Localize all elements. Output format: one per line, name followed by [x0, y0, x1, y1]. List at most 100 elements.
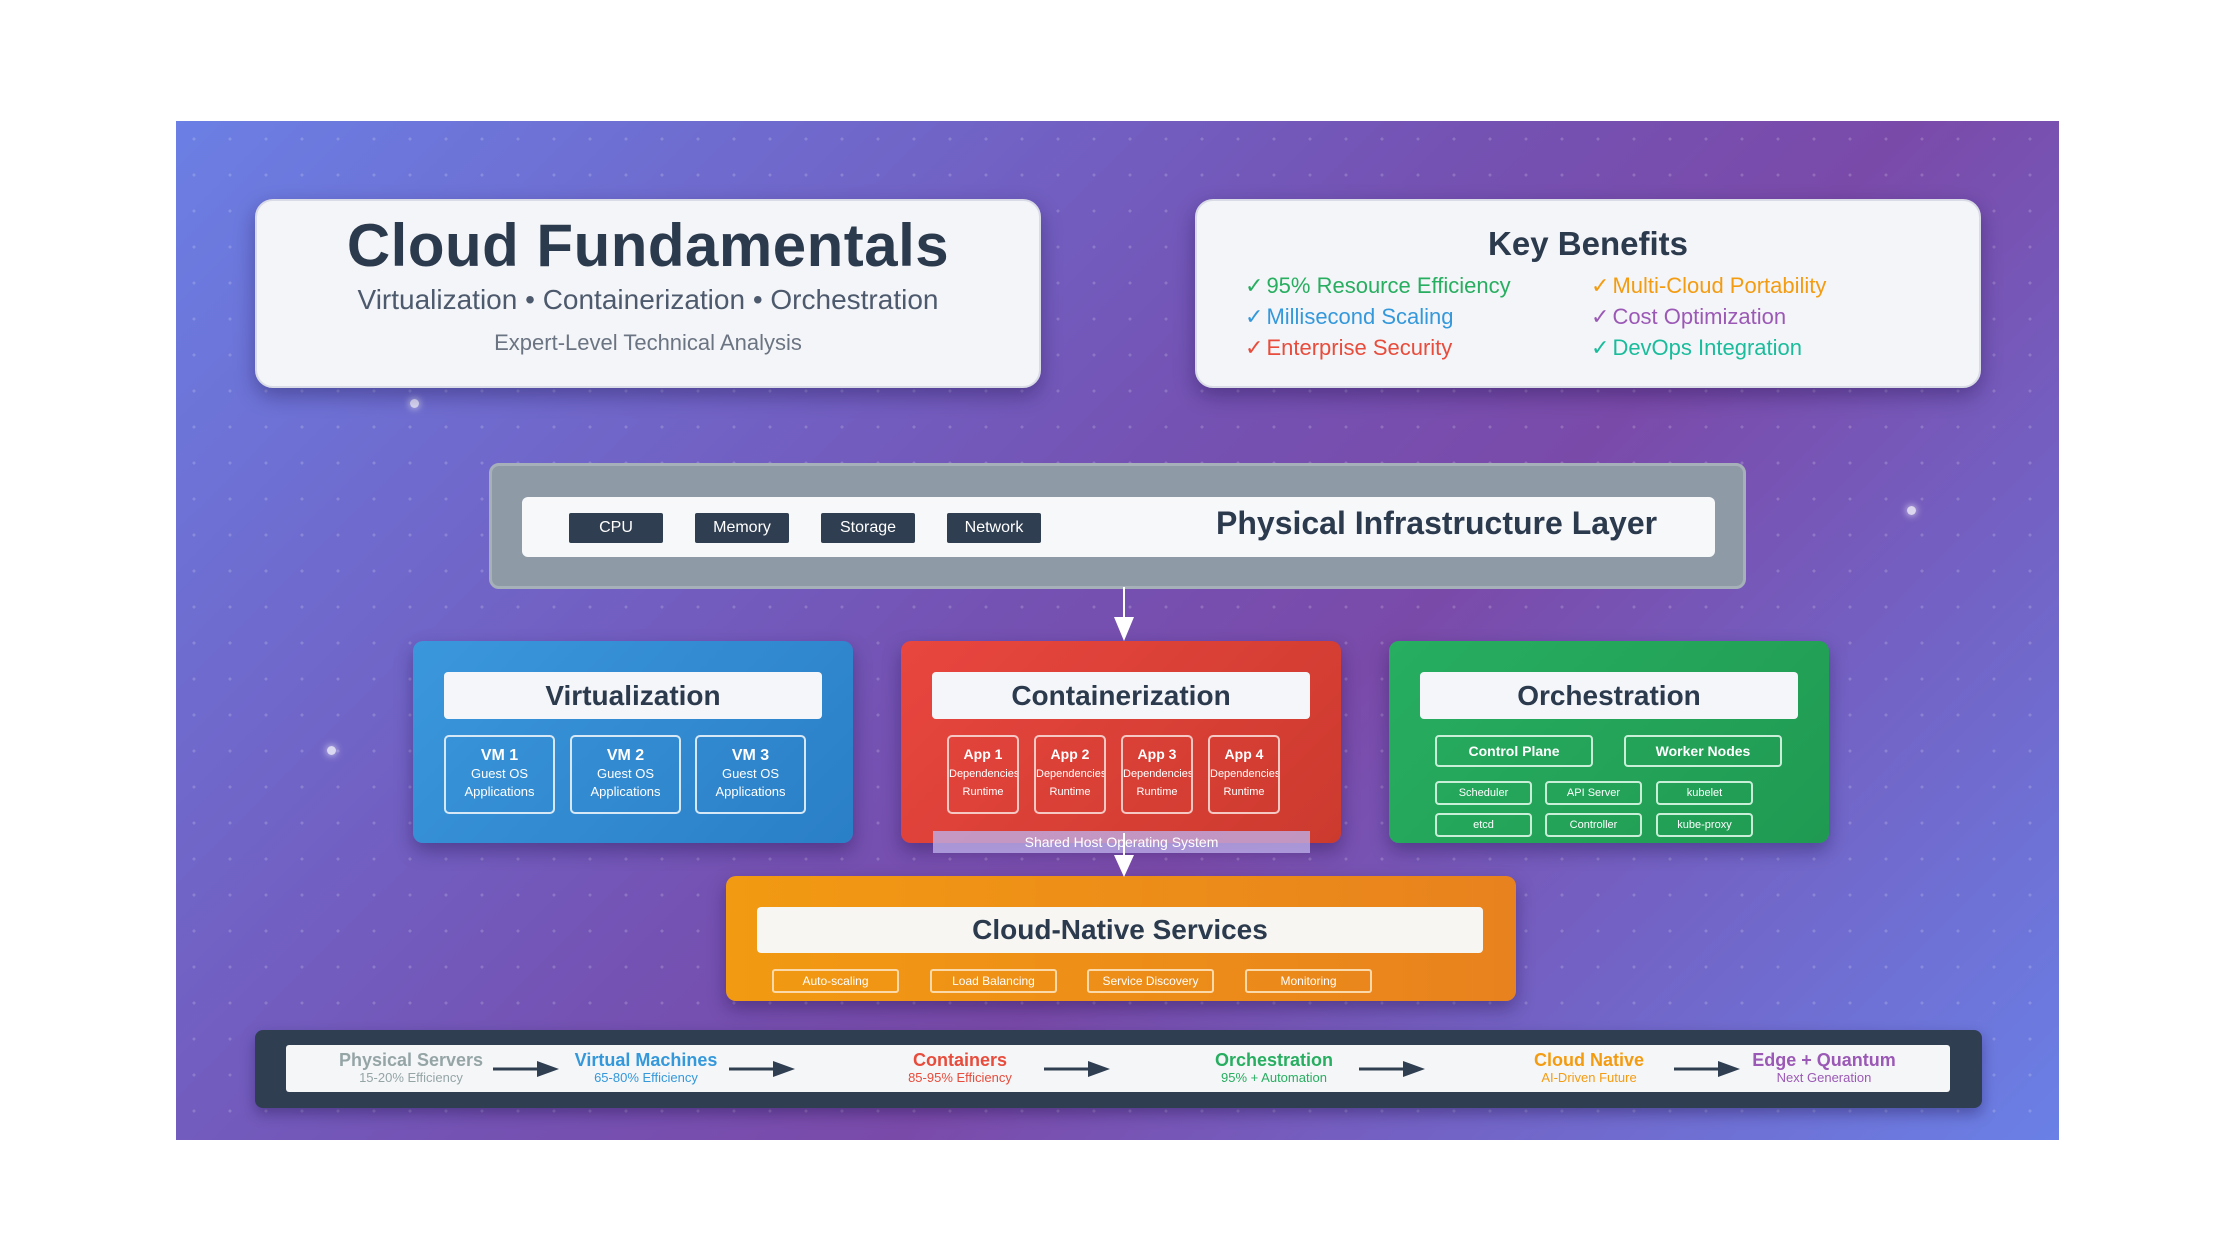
- stage-containers: Containers 85-95% Efficiency: [860, 1050, 1060, 1085]
- container-runtime: Runtime: [1223, 786, 1265, 798]
- vm-box: VM 3 Guest OS Applications: [695, 735, 806, 814]
- resource-chip-memory: Memory: [695, 513, 789, 543]
- stage-subtitle: 65-80% Efficiency: [594, 1070, 698, 1085]
- benefit-label: Cost Optimization: [1612, 304, 1787, 329]
- container-app-name: App 1: [963, 746, 1003, 762]
- vm-guest-os: Guest OS: [596, 766, 655, 781]
- benefit-label: Multi-Cloud Portability: [1612, 273, 1827, 298]
- stage-cloud-native: Cloud Native AI-Driven Future: [1489, 1050, 1689, 1085]
- key-benefits-panel: Key Benefits ✓95% Resource Efficiency ✓M…: [1195, 199, 1981, 388]
- stage-name: Containers: [912, 1050, 1008, 1070]
- evolution-timeline: Physical Servers 15-20% Efficiency Virtu…: [255, 1030, 1982, 1108]
- stage-name: Virtual Machines: [574, 1050, 718, 1070]
- containerization-layer: Containerization App 1 Dependencies Runt…: [901, 641, 1341, 853]
- stage-edge-quantum: Edge + Quantum Next Generation: [1724, 1050, 1924, 1085]
- benefit-item: ✓Multi-Cloud Portability: [1591, 273, 1935, 299]
- component-scheduler: Scheduler: [1435, 781, 1532, 805]
- stage-subtitle: Next Generation: [1776, 1070, 1872, 1085]
- benefit-item: ✓Millisecond Scaling: [1245, 304, 1591, 330]
- stage-physical-servers: Physical Servers 15-20% Efficiency: [311, 1050, 511, 1085]
- container-app-name: App 2: [1050, 746, 1090, 762]
- resource-chip-network: Network: [947, 513, 1041, 543]
- physical-layer-bar: CPU Memory Storage Network Physical Infr…: [522, 497, 1715, 557]
- control-plane-box: Control Plane: [1435, 735, 1593, 767]
- resource-chip-cpu: CPU: [569, 513, 663, 543]
- page-tagline: Expert-Level Technical Analysis: [494, 330, 802, 355]
- key-benefits-title: Key Benefits: [1488, 225, 1688, 262]
- check-icon: ✓: [1245, 335, 1264, 360]
- container-dependencies: Dependencies: [1036, 768, 1106, 780]
- benefit-item: ✓95% Resource Efficiency: [1245, 273, 1591, 299]
- container-runtime: Runtime: [1136, 786, 1178, 798]
- page-title: Cloud Fundamentals: [346, 212, 950, 279]
- arrow-right-icon: [729, 1061, 795, 1077]
- virtualization-layer: Virtualization VM 1 Guest OS Application…: [413, 641, 853, 843]
- vm-name: VM 1: [480, 747, 519, 764]
- stage-virtual-machines: Virtual Machines 65-80% Efficiency: [546, 1050, 746, 1085]
- stage-name: Physical Servers: [338, 1050, 484, 1070]
- container-app-box: App 2 Dependencies Runtime: [1034, 735, 1106, 814]
- component-api-server: API Server: [1545, 781, 1642, 805]
- stage-name: Cloud Native: [1533, 1050, 1644, 1070]
- stage-subtitle: 95% + Automation: [1221, 1070, 1327, 1085]
- stage-orchestration: Orchestration 95% + Automation: [1174, 1050, 1374, 1085]
- arrow-right-icon: [1674, 1061, 1740, 1077]
- stage-name: Orchestration: [1214, 1050, 1334, 1070]
- containerization-title: Containerization: [932, 672, 1310, 719]
- vm-box: VM 2 Guest OS Applications: [570, 735, 681, 814]
- vm-applications: Applications: [590, 784, 661, 799]
- container-dependencies: Dependencies: [1123, 768, 1193, 780]
- benefit-label: Enterprise Security: [1266, 335, 1453, 360]
- component-controller: Controller: [1545, 813, 1642, 837]
- virtualization-title: Virtualization: [444, 672, 822, 719]
- diagram-canvas: Cloud Fundamentals Virtualization • Cont…: [176, 121, 2059, 1140]
- resource-chip-storage: Storage: [821, 513, 915, 543]
- service-load-balancing: Load Balancing: [930, 969, 1057, 993]
- container-runtime: Runtime: [962, 786, 1004, 798]
- sparkle-decoration: [1907, 506, 1916, 515]
- container-app-name: App 4: [1224, 746, 1264, 762]
- container-dependencies: Dependencies: [1210, 768, 1280, 780]
- sparkle-decoration: [410, 399, 419, 408]
- container-dependencies: Dependencies: [949, 768, 1019, 780]
- arrow-right-icon: [1359, 1061, 1425, 1077]
- vm-box: VM 1 Guest OS Applications: [444, 735, 555, 814]
- check-icon: ✓: [1591, 273, 1610, 298]
- arrow-down-icon: [1114, 833, 1134, 877]
- physical-infrastructure-layer: CPU Memory Storage Network Physical Infr…: [489, 463, 1746, 589]
- stage-subtitle: 85-95% Efficiency: [908, 1070, 1012, 1085]
- vm-guest-os: Guest OS: [721, 766, 780, 781]
- benefit-label: Millisecond Scaling: [1266, 304, 1454, 329]
- physical-layer-title: Physical Infrastructure Layer: [1216, 505, 1658, 541]
- arrow-right-icon: [493, 1061, 559, 1077]
- vm-guest-os: Guest OS: [470, 766, 529, 781]
- container-runtime: Runtime: [1049, 786, 1091, 798]
- service-discovery: Service Discovery: [1087, 969, 1214, 993]
- benefit-item: ✓DevOps Integration: [1591, 335, 1935, 361]
- benefit-label: 95% Resource Efficiency: [1266, 273, 1511, 298]
- title-panel: Cloud Fundamentals Virtualization • Cont…: [255, 199, 1041, 388]
- cloud-native-services-layer: Cloud-Native Services Auto-scaling Load …: [726, 876, 1516, 1001]
- component-kube-proxy: kube-proxy: [1656, 813, 1753, 837]
- benefit-item: ✓Enterprise Security: [1245, 335, 1591, 361]
- benefit-item: ✓Cost Optimization: [1591, 304, 1935, 330]
- container-app-box: App 1 Dependencies Runtime: [947, 735, 1019, 814]
- vm-applications: Applications: [715, 784, 786, 799]
- check-icon: ✓: [1245, 273, 1264, 298]
- benefits-list: ✓95% Resource Efficiency ✓Multi-Cloud Po…: [1245, 273, 1935, 361]
- vm-name: VM 2: [606, 747, 645, 764]
- orchestration-title: Orchestration: [1420, 672, 1798, 719]
- orchestration-layer: Orchestration Control Plane Worker Nodes…: [1389, 641, 1829, 843]
- sparkle-decoration: [327, 746, 336, 755]
- worker-nodes-box: Worker Nodes: [1624, 735, 1782, 767]
- container-app-box: App 3 Dependencies Runtime: [1121, 735, 1193, 814]
- timeline-bar: Physical Servers 15-20% Efficiency Virtu…: [286, 1045, 1950, 1092]
- arrow-right-icon: [1044, 1061, 1110, 1077]
- service-auto-scaling: Auto-scaling: [772, 969, 899, 993]
- stage-subtitle: AI-Driven Future: [1541, 1070, 1637, 1085]
- vm-applications: Applications: [464, 784, 535, 799]
- check-icon: ✓: [1591, 304, 1610, 329]
- cloud-native-title: Cloud-Native Services: [757, 907, 1483, 953]
- stage-name: Edge + Quantum: [1752, 1050, 1896, 1070]
- stage-subtitle: 15-20% Efficiency: [359, 1070, 463, 1085]
